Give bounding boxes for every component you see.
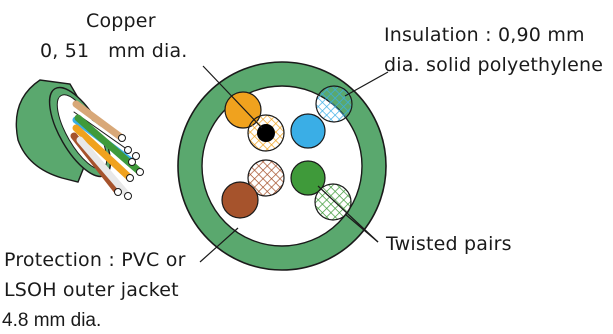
jacket-label: LSOH outer jacket (4, 279, 179, 301)
wire-white-2 (76, 136, 132, 200)
protection-label: Protection : PVC or (4, 249, 186, 271)
leader-insulation (344, 71, 389, 97)
wire-tip (126, 174, 134, 182)
diameter-label: 4.8 mm dia. (2, 310, 102, 331)
cable-side-view (15, 79, 144, 200)
insulation-label: Insulation : 0,90 mm (384, 24, 585, 46)
green-conductor (290, 160, 326, 196)
leader-twisted-2 (344, 213, 379, 243)
wire-orange (72, 124, 134, 182)
copper-core (257, 124, 275, 142)
brown-white-conductor (247, 159, 285, 197)
wire-tan (72, 100, 126, 142)
insulation-material-label: dia. solid polyethylene (384, 54, 604, 76)
wire-tip (124, 192, 132, 200)
leader-copper (202, 65, 263, 129)
copper-diameter-label: 0, 51 mm dia. (40, 40, 188, 62)
green-white-conductor (314, 183, 352, 221)
wire-tip (118, 134, 126, 142)
wire-tip (128, 158, 136, 166)
leader-twisted-1 (317, 185, 379, 243)
wire-tip (114, 188, 122, 196)
cable-cross-section (177, 61, 387, 271)
twisted-pairs-label: Twisted pairs (386, 233, 512, 255)
blue-white-conductor (315, 85, 353, 123)
leader-lines (199, 65, 389, 263)
leader-protection (199, 227, 239, 263)
blue-conductor (290, 113, 326, 149)
wire-tip (136, 168, 144, 176)
brown-conductor (221, 181, 259, 219)
wire-tip (124, 146, 132, 154)
copper-label: Copper (86, 10, 156, 32)
wire-tip (132, 152, 140, 160)
orange-conductor (224, 91, 262, 129)
